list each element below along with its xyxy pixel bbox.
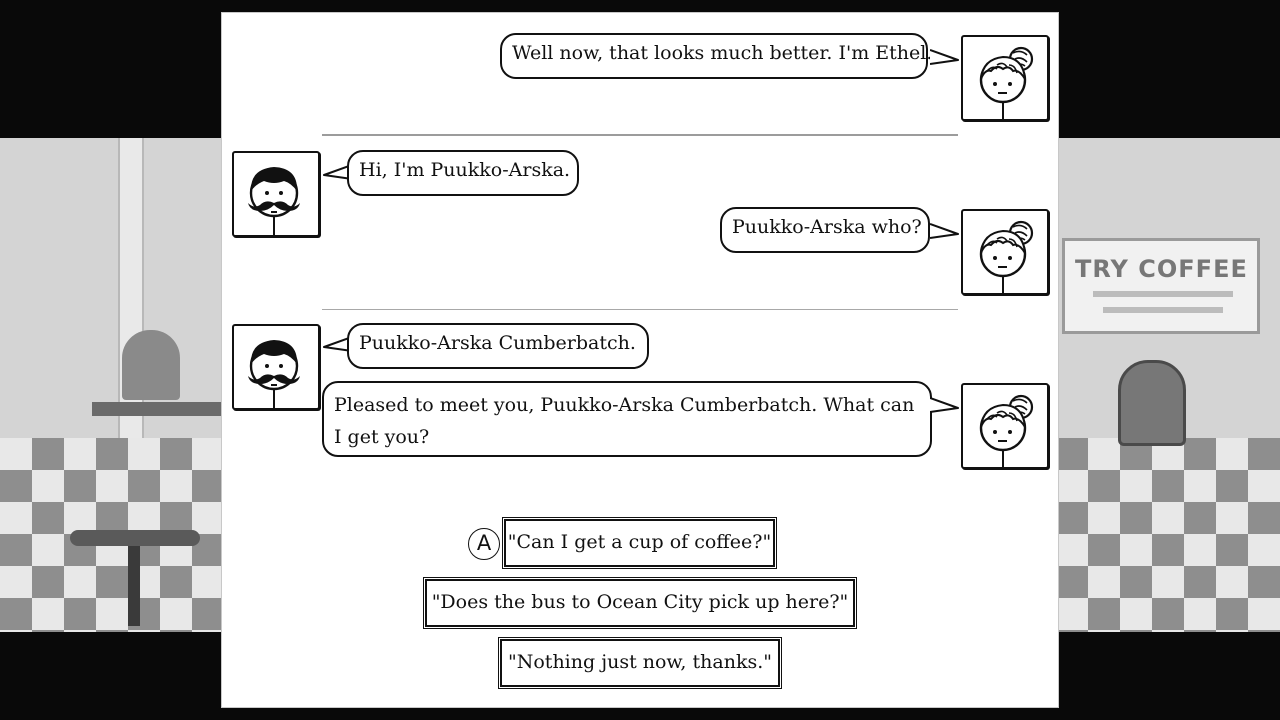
mustache-man-portrait-icon [234, 326, 318, 408]
speech-bubble-ethel: Well now, that looks much better. I'm Et… [500, 33, 932, 79]
mustache-man-portrait-icon [234, 153, 318, 235]
diner-table [70, 530, 200, 546]
speech-tail [930, 46, 960, 68]
speech-tail [930, 394, 960, 416]
coffee-sign: TRY COFFEE [1062, 238, 1260, 334]
ethel-portrait [961, 35, 1049, 121]
woman-portrait-icon [963, 211, 1047, 293]
choice-nothing[interactable]: "Nothing just now, thanks." [498, 637, 782, 689]
cake-dome [122, 330, 180, 400]
a-button-prompt-icon: A [468, 528, 500, 560]
puukko-arska-portrait [232, 324, 320, 410]
woman-portrait-icon [963, 385, 1047, 467]
speech-tail [930, 220, 960, 242]
diner-counter [92, 402, 222, 416]
diner-table-leg [128, 546, 140, 626]
jukebox [1118, 360, 1186, 446]
ethel-portrait [961, 383, 1049, 469]
dialogue-text: Pleased to meet you, Puukko-Arska Cumber… [334, 394, 915, 448]
speech-bubble-ethel: Pleased to meet you, Puukko-Arska Cumber… [322, 381, 932, 457]
dialogue-panel: Well now, that looks much better. I'm Et… [221, 12, 1059, 708]
puukko-arska-portrait [232, 151, 320, 237]
speech-bubble-puukko-arska: Puukko-Arska Cumberbatch. [347, 323, 649, 369]
conversation-divider [322, 309, 958, 310]
dialogue-text: Well now, that looks much better. I'm Et… [512, 42, 933, 64]
speech-bubble-puukko-arska: Hi, I'm Puukko-Arska. [347, 150, 579, 196]
dialogue-text: Puukko-Arska who? [732, 216, 922, 238]
dialogue-text: Hi, I'm Puukko-Arska. [359, 159, 571, 181]
coffee-sign-text: TRY COFFEE [1075, 255, 1248, 283]
conversation-divider [322, 134, 958, 136]
choice-ocean-city-bus[interactable]: "Does the bus to Ocean City pick up here… [423, 577, 857, 629]
sign-scribble-line [1103, 307, 1223, 313]
sign-scribble-line [1093, 291, 1233, 297]
speech-bubble-ethel: Puukko-Arska who? [720, 207, 930, 253]
woman-portrait-icon [963, 37, 1047, 119]
ethel-portrait [961, 209, 1049, 295]
dialogue-text: Puukko-Arska Cumberbatch. [359, 332, 636, 354]
choice-coffee[interactable]: "Can I get a cup of coffee?" [502, 517, 777, 569]
